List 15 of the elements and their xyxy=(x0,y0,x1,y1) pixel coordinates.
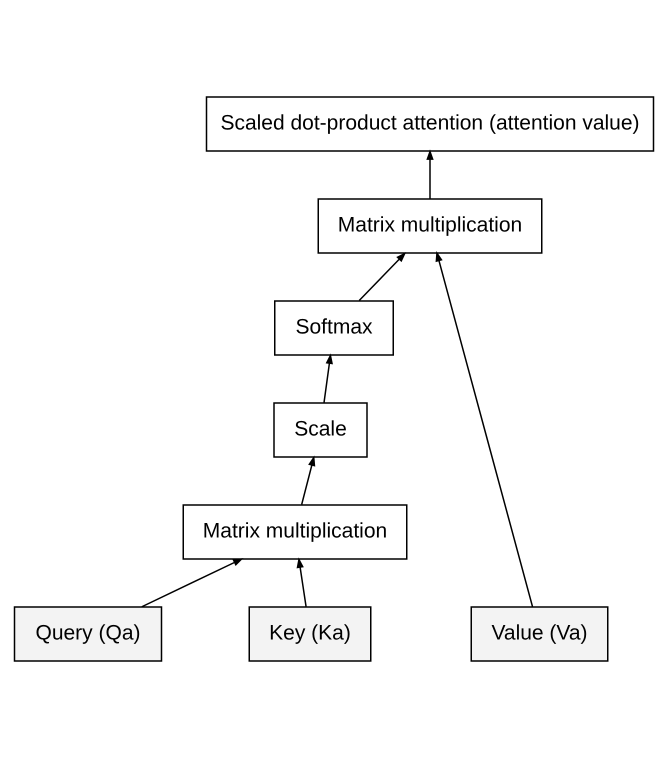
node-box: Matrix multiplication xyxy=(318,198,542,254)
node-box: Scale xyxy=(273,402,368,458)
node-box: Query (Qa) xyxy=(14,606,162,662)
arrow xyxy=(323,352,333,402)
arrow xyxy=(296,556,307,606)
node-box: Softmax xyxy=(274,300,394,356)
arrow xyxy=(358,252,406,301)
node-box: Scaled dot-product attention (attention value) xyxy=(206,96,654,152)
arrow xyxy=(436,250,534,606)
arrow xyxy=(426,148,434,198)
node-box: Value (Va) xyxy=(470,606,608,662)
arrow xyxy=(300,454,316,504)
arrow xyxy=(142,558,244,607)
node-box: Matrix multiplication xyxy=(182,504,408,560)
node-box: Key (Ka) xyxy=(248,606,372,662)
